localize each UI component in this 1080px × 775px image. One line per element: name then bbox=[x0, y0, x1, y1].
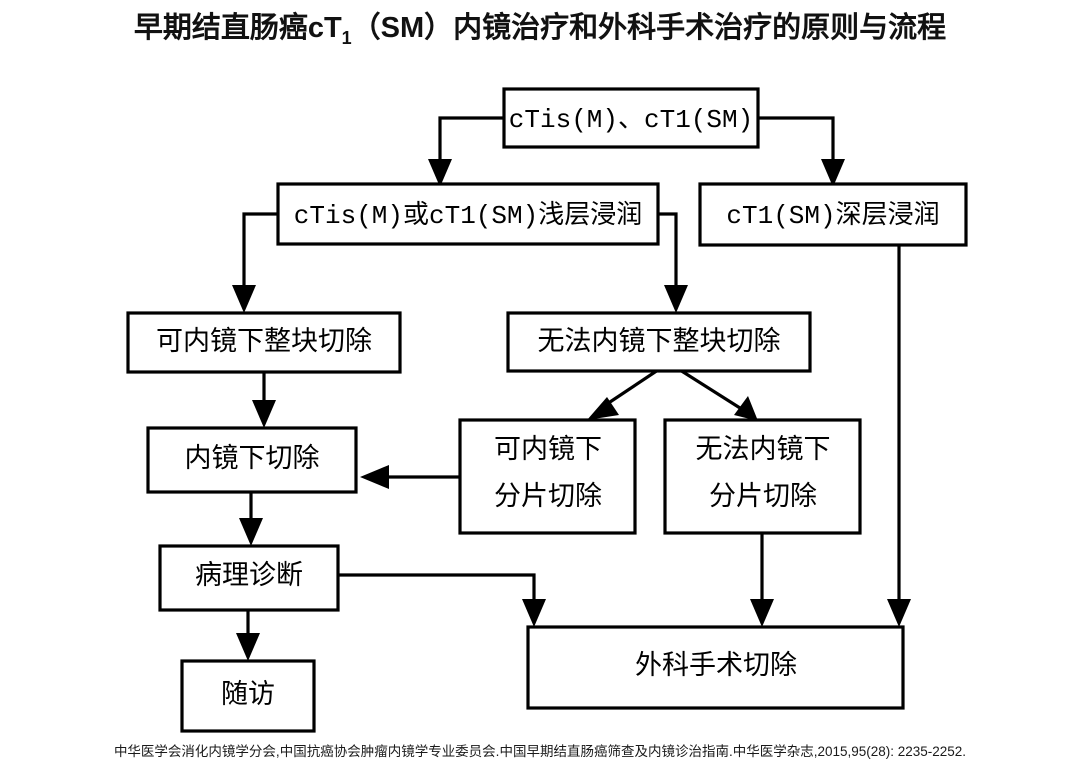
arrowhead-icon bbox=[236, 633, 260, 661]
title-subscript: 1 bbox=[341, 27, 352, 48]
edge-n2-to-n4 bbox=[232, 212, 278, 313]
arrowhead-icon bbox=[750, 599, 774, 627]
arrowhead-icon bbox=[252, 400, 276, 428]
edge-n6-to-n9 bbox=[239, 492, 263, 546]
flowchart-container: cTis(M)、cT1(SM) cTis(M)或cT1(SM)浅层浸润 cT1(… bbox=[0, 70, 1080, 735]
arrowhead-icon bbox=[232, 285, 256, 313]
node-endoscopic-resection[interactable]: 内镜下切除 bbox=[146, 426, 358, 494]
edge-n5-to-n8 bbox=[679, 368, 758, 421]
node-label: 外科手术切除 bbox=[635, 650, 797, 680]
node-pathological-diagnosis[interactable]: 病理诊断 bbox=[158, 544, 340, 612]
arrowhead-icon bbox=[522, 599, 546, 627]
edge-n9-to-n10 bbox=[236, 610, 260, 661]
node-label-line2: 分片切除 bbox=[709, 481, 817, 511]
edge-n5-to-n7 bbox=[587, 368, 659, 420]
node-label: 病理诊断 bbox=[195, 560, 303, 590]
node-label: cT1(SM)深层浸润 bbox=[726, 200, 939, 231]
node-label: cTis(M)或cT1(SM)浅层浸润 bbox=[294, 200, 642, 231]
node-deep-invasion[interactable]: cT1(SM)深层浸润 bbox=[698, 182, 968, 247]
node-en-bloc-resectable[interactable]: 可内镜下整块切除 bbox=[126, 311, 402, 374]
title-suffix: （SM）内镜治疗和外科手术治疗的原则与流程 bbox=[351, 12, 947, 44]
node-piecemeal-not-resectable[interactable]: 无法内镜下 分片切除 bbox=[663, 418, 862, 535]
node-label-line2: 分片切除 bbox=[494, 481, 602, 511]
edge-n7-to-n6 bbox=[360, 465, 460, 489]
flowchart-diagram: cTis(M)、cT1(SM) cTis(M)或cT1(SM)浅层浸润 cT1(… bbox=[126, 87, 968, 733]
edge-n9-to-n11 bbox=[338, 573, 546, 627]
node-en-bloc-not-resectable[interactable]: 无法内镜下整块切除 bbox=[506, 311, 812, 373]
node-label: 可内镜下整块切除 bbox=[156, 326, 372, 356]
edge-n1-to-n2 bbox=[428, 116, 504, 187]
node-superficial-invasion[interactable]: cTis(M)或cT1(SM)浅层浸润 bbox=[276, 182, 660, 246]
arrowhead-icon bbox=[239, 518, 263, 546]
title-prefix: 早期结直肠癌cT bbox=[133, 12, 342, 44]
page-title: 早期结直肠癌cT1（SM）内镜治疗和外科手术治疗的原则与流程 bbox=[0, 4, 1080, 49]
edge-n3-to-n11 bbox=[887, 245, 911, 627]
arrowhead-icon bbox=[428, 159, 452, 187]
edge-n8-to-n11 bbox=[750, 533, 774, 627]
edge-n1-to-n3 bbox=[758, 116, 845, 187]
edge-n4-to-n6 bbox=[252, 372, 276, 428]
node-label: 无法内镜下整块切除 bbox=[538, 326, 781, 356]
edge-n2-to-n5 bbox=[658, 212, 688, 313]
arrowhead-icon bbox=[821, 159, 845, 187]
arrowhead-icon bbox=[887, 599, 911, 627]
arrowhead-icon bbox=[587, 397, 619, 420]
node-piecemeal-resectable[interactable]: 可内镜下 分片切除 bbox=[458, 418, 637, 535]
node-label: cTis(M)、cT1(SM) bbox=[509, 105, 753, 135]
node-label: 内镜下切除 bbox=[185, 443, 320, 473]
arrowhead-icon bbox=[360, 465, 389, 489]
node-label-line1: 无法内镜下 bbox=[696, 434, 831, 464]
node-follow-up[interactable]: 随访 bbox=[180, 659, 316, 733]
arrowhead-icon bbox=[734, 396, 758, 421]
arrowhead-icon bbox=[664, 285, 688, 313]
node-ctis-ct1[interactable]: cTis(M)、cT1(SM) bbox=[502, 87, 760, 149]
node-label-line1: 可内镜下 bbox=[494, 434, 602, 464]
citation-text: 中华医学会消化内镜学分会,中国抗癌协会肿瘤内镜学专业委员会.中国早期结直肠癌筛查… bbox=[113, 744, 967, 759]
node-surgical-resection[interactable]: 外科手术切除 bbox=[526, 625, 905, 710]
node-label: 随访 bbox=[221, 679, 275, 709]
